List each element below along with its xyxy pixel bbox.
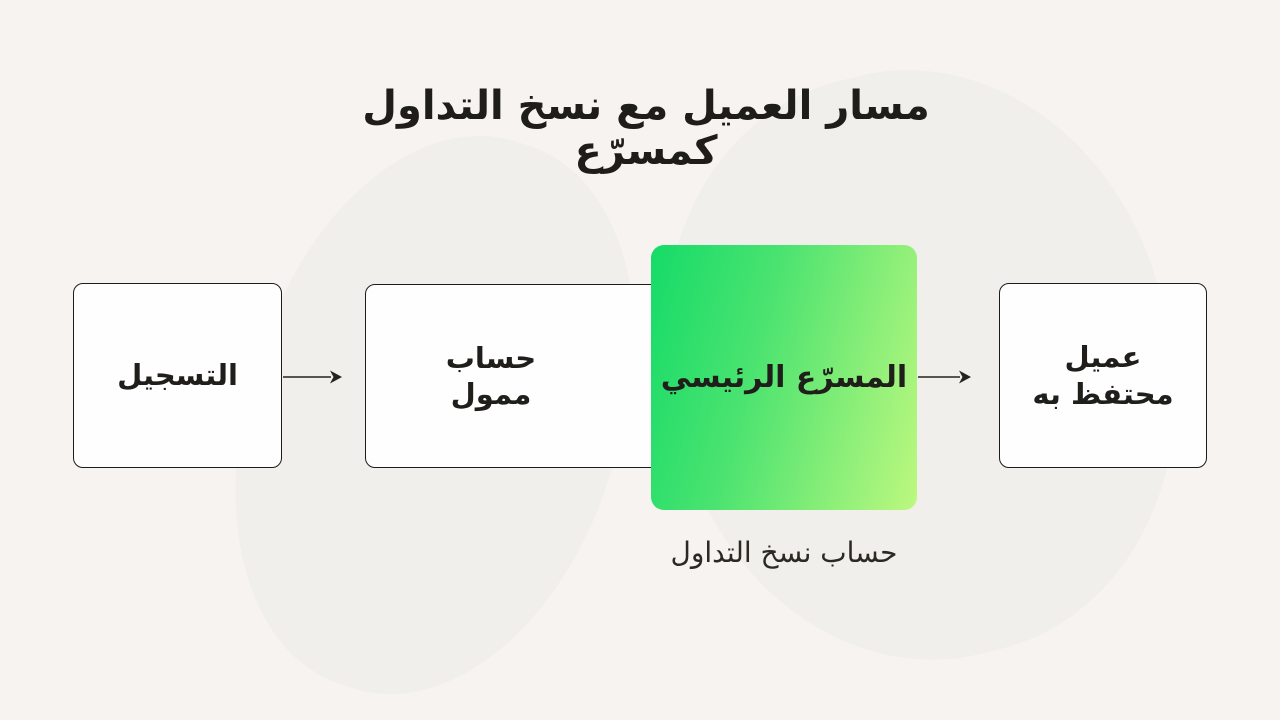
- flow-node-main-accelerator: المسرّع الرئيسي: [651, 245, 917, 510]
- flow-node-funded-account: حساب ممول: [365, 284, 683, 468]
- flow-node-retained-client-label: عميل محتفظ به: [1032, 340, 1174, 411]
- flow-node-retained-client: عميل محتفظ به: [999, 283, 1207, 468]
- flow-node-funded-account-label: حساب ممول: [445, 340, 537, 411]
- flow-node-registration-label: التسجيل: [117, 358, 238, 393]
- flow-node-registration: التسجيل: [73, 283, 282, 468]
- accelerator-caption: حساب نسخ التداول: [670, 536, 898, 569]
- flow-node-main-accelerator-label: المسرّع الرئيسي: [660, 359, 908, 395]
- page-title: مسار العميل مع نسخ التداول كمسرّع: [362, 83, 930, 174]
